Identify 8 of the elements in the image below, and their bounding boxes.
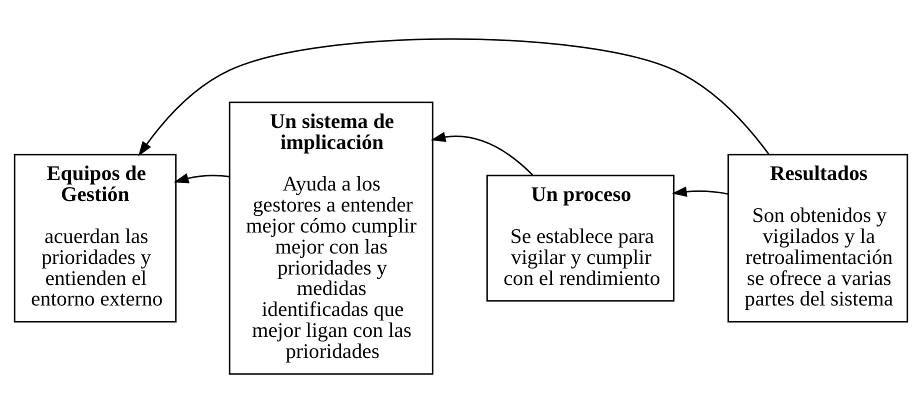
arrow	[138, 38, 770, 156]
arrow	[672, 186, 728, 197]
arrow	[174, 173, 230, 184]
arrow	[430, 132, 534, 176]
node-box: Resultados Son obtenidos y vigilados y la retroalimentación se ofrece a varias partes del sistema	[727, 154, 908, 323]
node-box: Un proceso Se establece para vigilar y cumplir con el rendimiento	[486, 174, 674, 302]
node-box: Un sistema de implicación Ayuda a los gestores a entender mejor cómo cumplir mejor con las prioridades y medidas identificadas que mejor ligan con las prioridades	[228, 102, 434, 375]
node-box: Equipos de Gestión acuerdan las prioridades y entienden el entorno externo	[14, 154, 177, 323]
